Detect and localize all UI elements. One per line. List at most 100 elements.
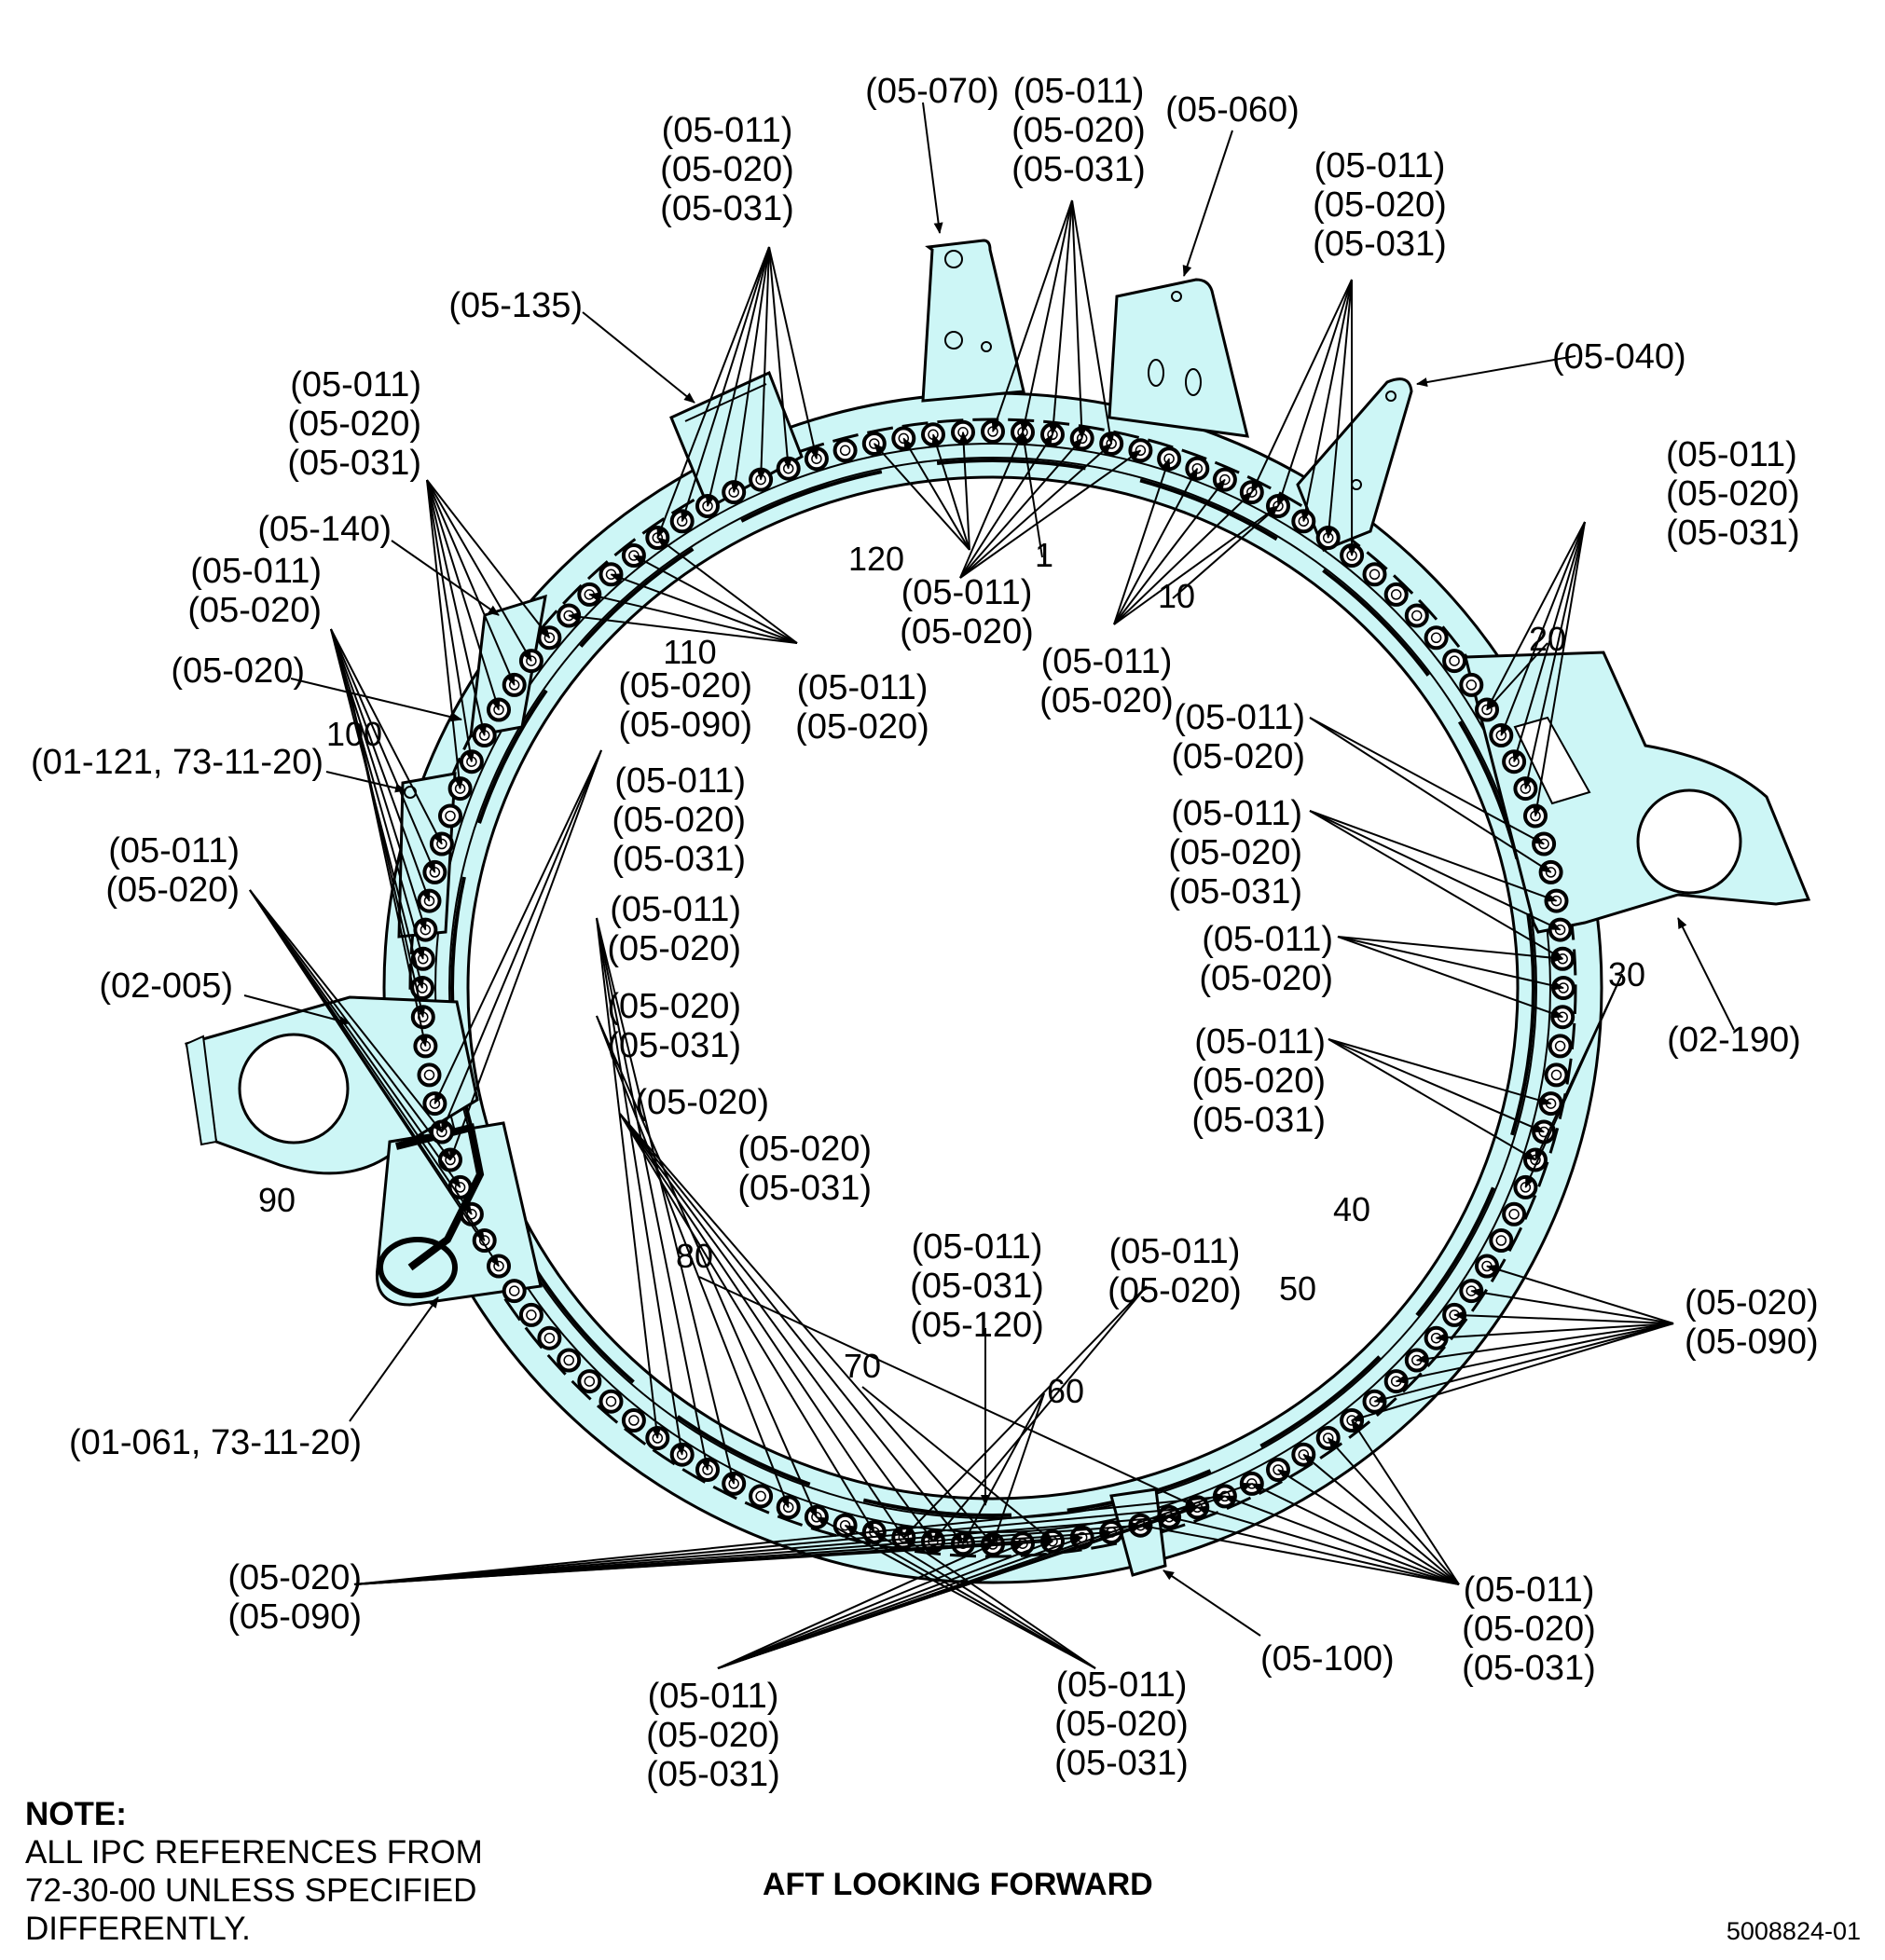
callout-label: (01-061, 73-11-20) [69,1423,362,1462]
callout-label: (05-011) [1109,1232,1241,1271]
callout-label: (05-020) [1313,185,1447,225]
callout-label: (05-011) [912,1227,1043,1267]
callout-label: (05-020) [900,612,1034,651]
position-number: 70 [844,1347,881,1385]
leader-line [634,555,797,643]
position-number: 120 [848,540,904,578]
leader-line [1352,1420,1459,1584]
part-05-060-bracket [1109,280,1247,436]
note-line-2: 72-30-00 UNLESS SPECIFIED [25,1871,483,1910]
note-heading: NOTE: [25,1795,483,1833]
callout-label: (05-011) [1171,794,1302,833]
callout-label: (05-020) [660,150,794,189]
callout-label: (05-140) [257,510,392,549]
callout-label: (05-020) [1039,681,1174,720]
callout-label: (02-005) [99,966,233,1006]
figure-id: 5008824-01 [1727,1917,1861,1946]
callout-label: (05-020) [635,1083,769,1122]
callout-label: (05-031) [1011,150,1146,189]
position-number: 10 [1158,577,1195,615]
callout-label: (05-011) [1013,72,1145,111]
position-number: 90 [258,1181,296,1219]
callout-label: (05-011) [797,668,929,707]
callout-label: (05-020) [618,666,752,706]
bolt-hole [1504,1204,1524,1225]
bolt-hole [835,440,856,460]
callout-label: (05-090) [1685,1323,1819,1362]
leader-line [427,480,515,685]
bolt-hole [1407,606,1427,626]
callout-label: (05-020) [1171,737,1305,776]
callout-label: (05-040) [1552,337,1686,377]
callout-label: (05-060) [1165,90,1300,130]
callout-label: (05-031) [646,1755,780,1794]
callout-label: (05-011) [614,761,746,801]
bolt-hole [750,1486,771,1506]
callout-label: (05-031) [1054,1744,1189,1783]
leader-line [427,480,499,710]
callout-label: (05-031) [910,1267,1044,1306]
leader-line [331,629,430,901]
bolt-hole [521,1305,542,1325]
callout-label: (05-020) [737,1130,872,1169]
callout-label: (05-020) [1666,474,1800,514]
bolt-hole [579,1371,599,1391]
leader-line [331,629,425,930]
callout-label: (05-120) [910,1306,1044,1345]
callout-label: (05-020) [287,404,421,444]
callout-label: (05-020) [1191,1062,1326,1101]
position-number: 100 [326,715,382,753]
callout-label: (05-020) [105,870,240,910]
callout-label: (05-070) [865,72,999,111]
callout-label: (05-031) [660,189,794,228]
bolt-hole [1365,564,1385,584]
note-block: NOTE: ALL IPC REFERENCES FROM 72-30-00 U… [25,1795,483,1948]
callout-label: (05-020) [1011,111,1146,150]
callout-label: (05-020) [187,591,322,630]
callout-label: (05-011) [1056,1665,1188,1705]
callout-label: (05-020) [607,929,741,968]
callout-label: (05-011) [662,111,793,150]
bolt-hole [461,751,482,772]
bolt-hole [504,1281,525,1301]
callout-label: (05-020) [1168,833,1302,872]
bolt-hole [1444,651,1465,671]
callout-label: (05-011) [1194,1022,1326,1062]
callout-label: (05-020) [612,801,746,840]
callout-label: (05-020) [607,987,741,1026]
callout-label: (01-121, 73-11-20) [31,743,323,782]
bolt-hole [1550,1035,1571,1056]
bolt-hole [601,1391,622,1412]
callout-label: (05-090) [618,706,752,745]
bolt-hole [624,1410,644,1431]
callout-label: (05-031) [1313,225,1447,264]
callout-label: (05-090) [227,1597,362,1637]
callout-label: (05-031) [1168,872,1302,911]
bolt-hole [1461,675,1481,695]
callout-label: (05-011) [648,1677,779,1716]
callout-label: (02-190) [1667,1021,1801,1060]
leader-line [1169,1517,1459,1584]
bolt-hole [440,806,461,827]
bolt-hole [1547,1064,1567,1085]
bolt-hole [558,1350,579,1371]
bolt-hole [1386,584,1407,605]
bolt-hole [539,1328,559,1349]
note-line-1: ALL IPC REFERENCES FROM [25,1833,483,1871]
bolt-hole [420,1064,440,1085]
callout-label: (05-011) [901,573,1033,612]
callout-label: (05-020) [1199,959,1333,998]
callout-label: (05-020) [1685,1283,1819,1323]
callout-label: (05-031) [1666,514,1800,553]
callout-label: (05-011) [1041,642,1173,681]
callout-label: (05-011) [1666,435,1797,474]
leader-line [1197,1507,1459,1584]
callout-label: (05-031) [1462,1649,1596,1688]
leader-line [1328,1438,1459,1584]
position-number: 80 [676,1237,713,1275]
part-05-070-bracket [923,240,1024,401]
position-number: 20 [1529,620,1566,658]
callout-label: (05-011) [1174,698,1305,737]
